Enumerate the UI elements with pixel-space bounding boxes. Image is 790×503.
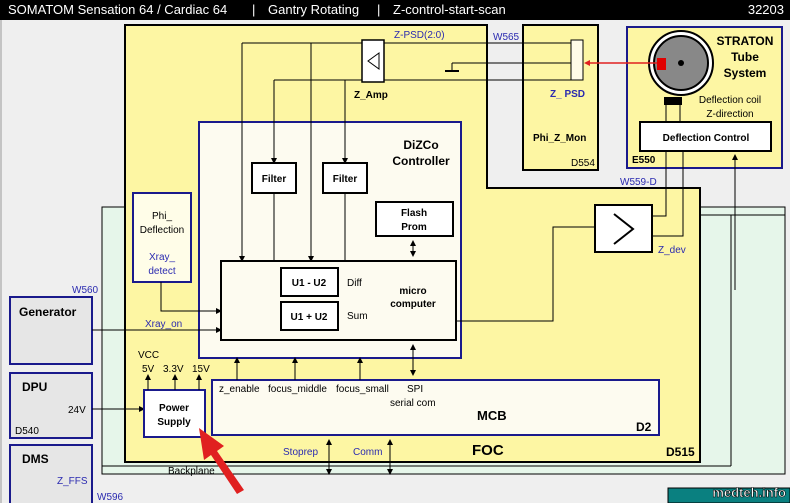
straton-line1: STRATON [717,34,774,48]
serial-com-label: serial com [390,398,436,409]
dpu-label: DPU [22,380,47,394]
coil-label-2: Z-direction [706,109,753,120]
stoprep-label: Stoprep [283,447,318,458]
phi-z-mon-id: D554 [571,158,595,169]
separator: | [252,2,256,17]
page-number: 32203 [747,2,784,17]
cable-w559d: W559-D [620,177,657,188]
phi-deflection-box [132,192,192,283]
z-dev-amplifier [594,204,653,253]
title-bar: SOMATOM Sensation 64 / Cardiac 64 | Gant… [0,0,790,20]
vcc-label: VCC [138,350,159,361]
xray-detect-line2: detect [148,266,175,277]
watermark: medteh.info [712,485,786,500]
phi-z-mon-board [522,24,599,171]
coil-label-1: Deflection coil [699,95,761,106]
separator: | [377,2,381,17]
z-ffs-label: Z_FFS [57,476,88,487]
filter-1-label: Filter [262,174,287,185]
amplifier-icon [367,52,380,70]
u-diff-label: U1 - U2 [292,278,327,289]
scene-label: Z-control-start-scan [393,2,506,17]
foc-id: D515 [666,445,695,459]
dpu-id: D540 [15,426,39,437]
xray-on-label: Xray_on [145,319,182,330]
z-psd-label: Z_ PSD [550,89,585,100]
u1-minus-u2 [280,267,339,297]
z-dev-label: Z_dev [658,245,686,256]
deflection-coil-icon [664,97,682,105]
15v-label: 15V [192,364,210,375]
5v-label: 5V [142,364,155,375]
focus-middle-label: focus_middle [268,384,327,395]
generator-label: Generator [19,305,77,319]
system-title: SOMATOM Sensation 64 / Cardiac 64 [8,2,228,17]
phi-deflection-line2: Deflection [140,225,184,236]
dizco-line1: DiZCo [403,138,438,152]
deflection-control-label: Deflection Control [663,133,750,144]
dpu-voltage: 24V [68,405,86,416]
comm-label: Comm [353,447,382,458]
sum-label: Sum [347,311,368,322]
dms-box [9,444,93,503]
power-supply-line2: Supply [157,417,191,428]
phi-deflection-line1: Phi_ [152,211,172,222]
z-enable-label: z_enable [219,384,260,395]
diff-label: Diff [347,278,362,289]
micro-line1: micro [399,286,426,297]
dms-label: DMS [22,452,49,466]
filter-1 [251,162,297,194]
cable-w596: W596 [97,492,124,503]
spi-label: SPI [407,384,423,395]
flash-prom-line2: Prom [401,222,427,233]
z-amp-label: Z_Amp [354,90,388,101]
filter-2 [322,162,368,194]
pointer-arrow-icon [199,428,244,494]
filter-2-label: Filter [333,174,358,185]
xray-detect-line1: Xray_ [149,252,176,263]
micro-line2: computer [390,299,436,310]
u-sum-label: U1 + U2 [291,312,328,323]
generator-box [9,296,93,365]
flash-prom-line1: Flash [401,208,427,219]
power-supply-line1: Power [159,403,189,414]
dpu-box [9,372,93,439]
u1-plus-u2 [280,301,339,331]
power-supply [143,389,206,438]
cable-w565: W565 [493,32,520,43]
z-psd-bus-label: Z-PSD(2:0) [394,30,445,41]
cable-w560: W560 [72,285,99,296]
mcb-board [211,379,660,436]
focus-small-label: focus_small [336,384,389,395]
straton-line3: System [724,66,767,80]
phi-z-mon-label: Phi_Z_Mon [533,133,586,144]
deflection-control-box [639,121,772,152]
backplane-label: Backplane [168,466,215,477]
mode-label: Gantry Rotating [268,2,360,17]
foc-label: FOC [472,442,504,459]
straton-id: E550 [632,155,656,166]
straton-line2: Tube [731,50,759,64]
amplifier-icon [613,213,635,245]
mcb-id: D2 [636,420,652,434]
dizco-line2: Controller [392,154,450,168]
mcb-label: MCB [477,408,507,423]
flash-prom [375,201,454,237]
3v3-label: 3.3V [163,364,184,375]
